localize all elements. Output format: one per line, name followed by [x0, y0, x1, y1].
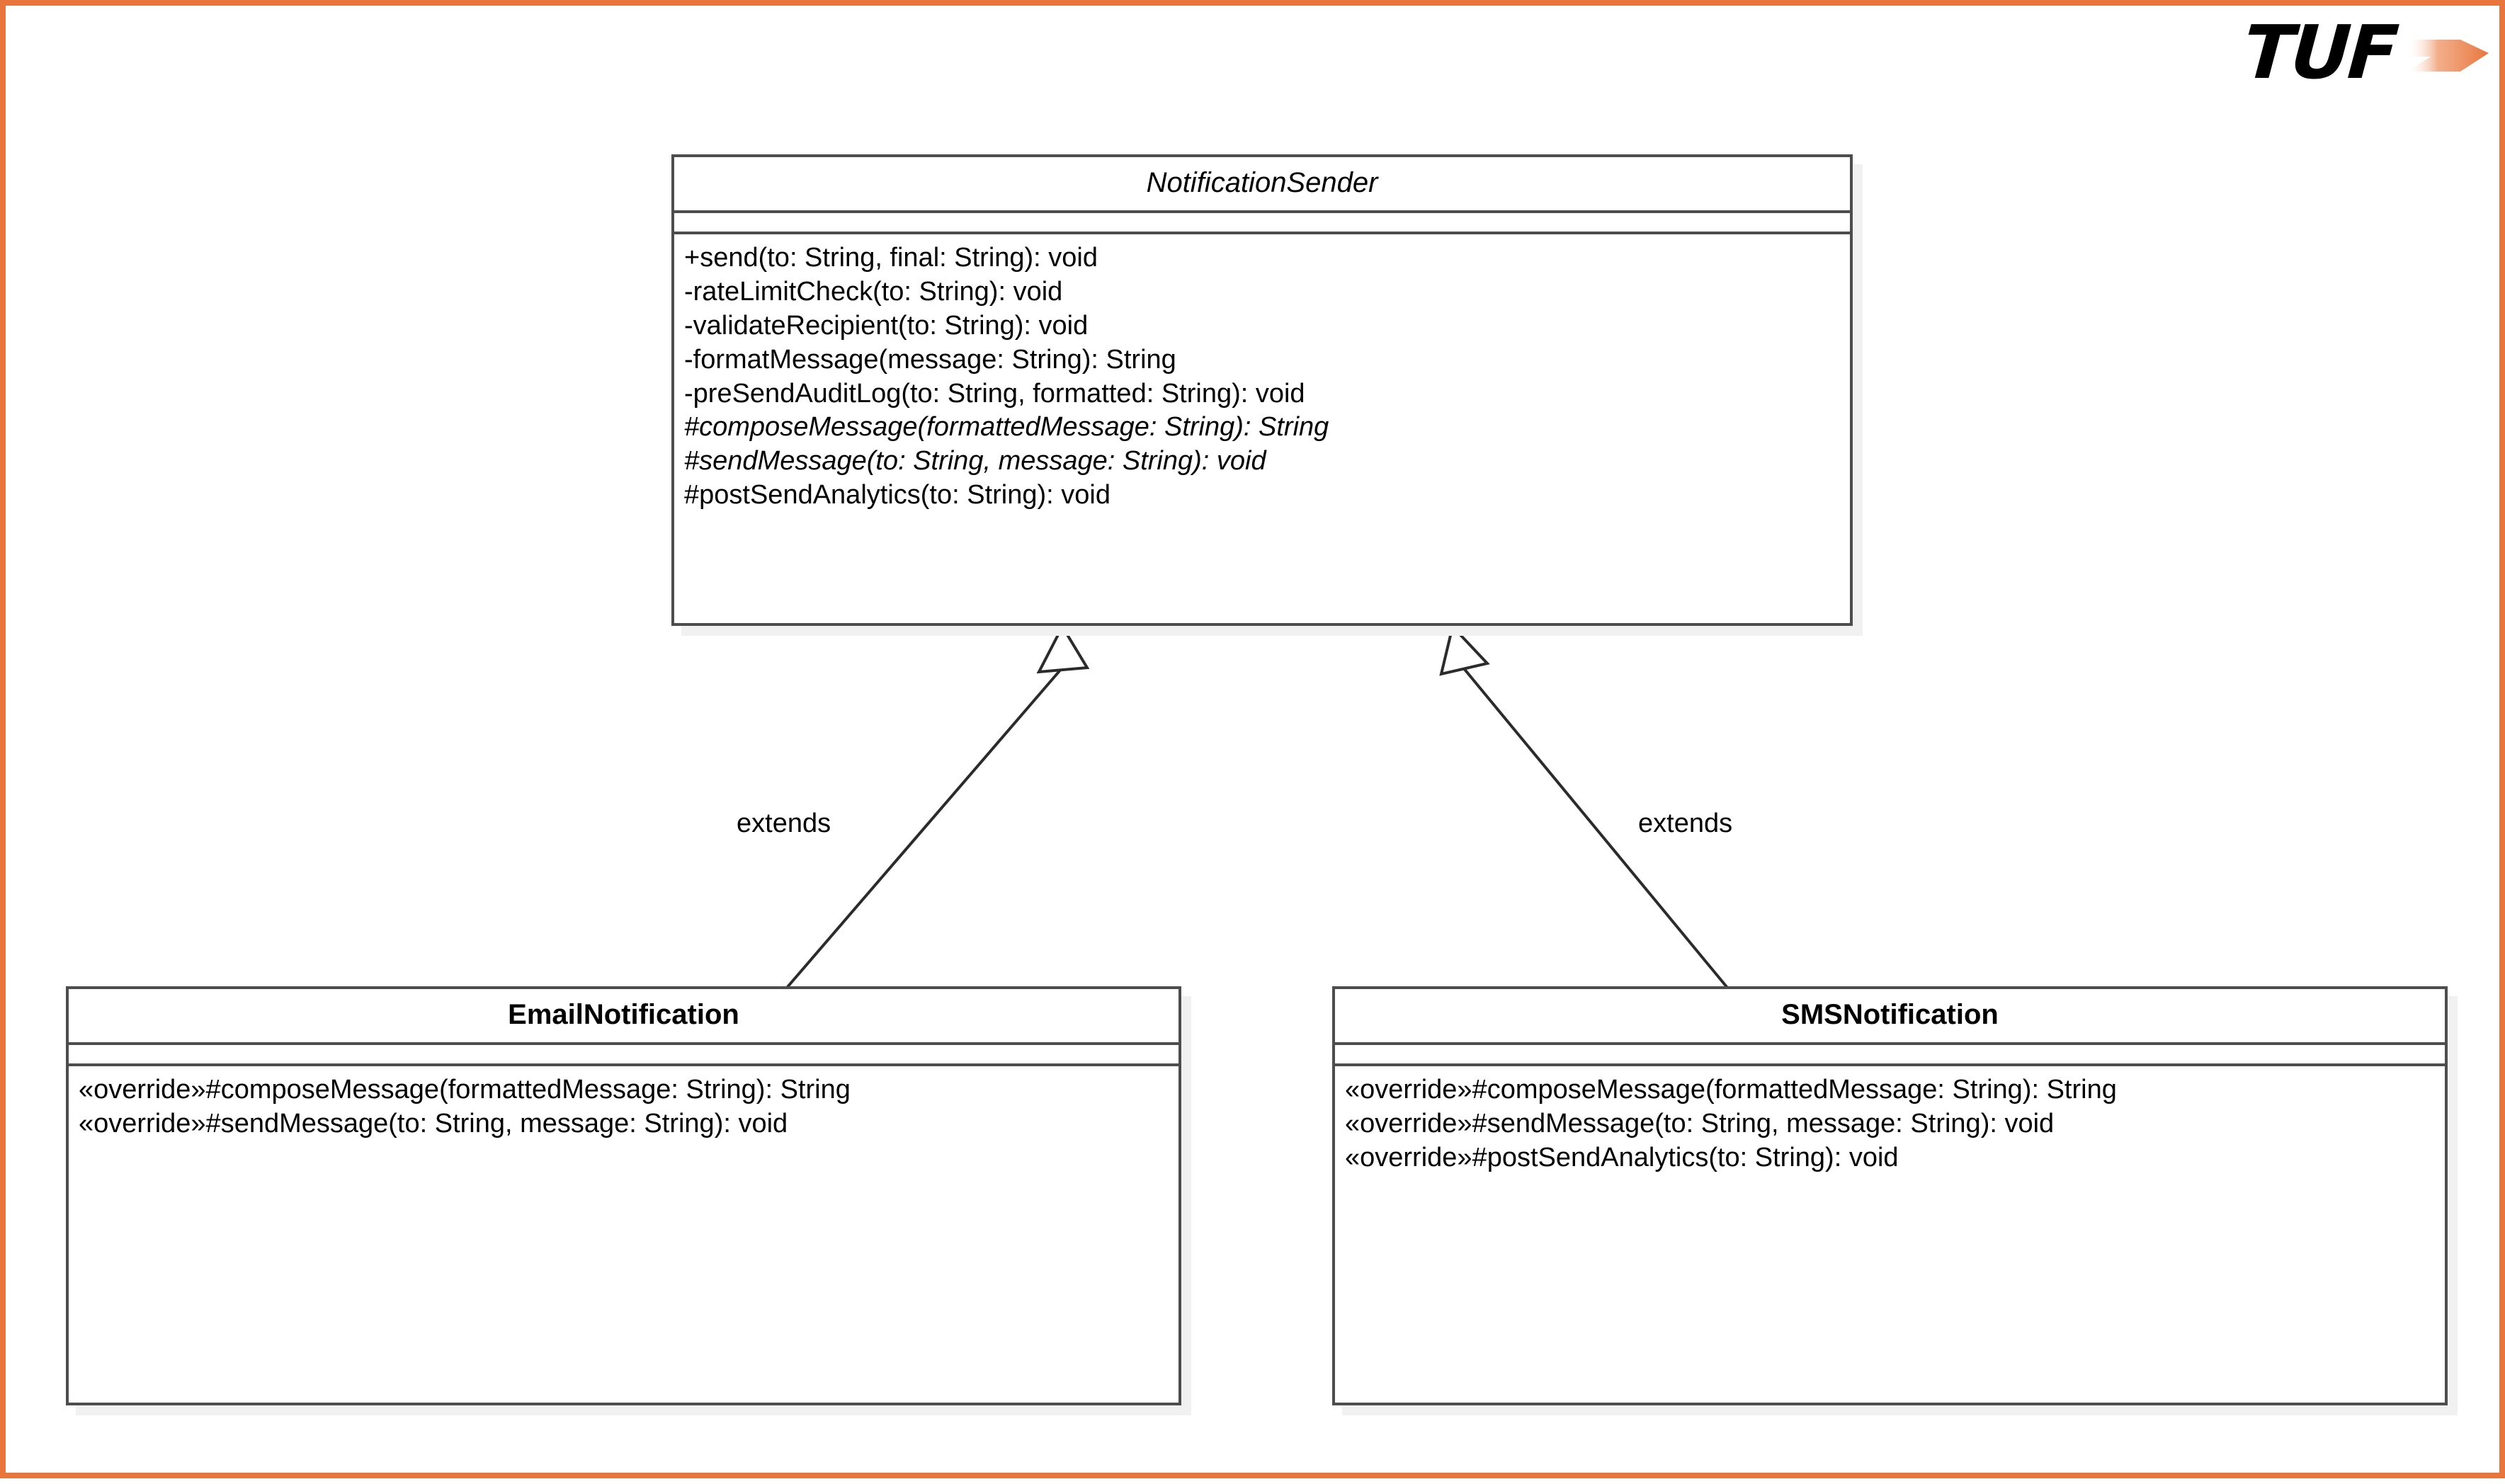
generalization-sms — [1439, 623, 1729, 989]
class-attributes-smsnotification — [1335, 1045, 2445, 1066]
method-line: -formatMessage(message: String): String — [684, 344, 1176, 375]
method-line: «override»#composeMessage(formattedMessa… — [79, 1075, 851, 1105]
method-line: #postSendAnalytics(to: String): void — [684, 480, 1111, 510]
edge-label-extends-sms: extends — [1638, 809, 1733, 838]
class-box-notificationsender[interactable]: NotificationSender +send(to: String, fin… — [671, 154, 1853, 626]
class-title-emailnotification: EmailNotification — [69, 989, 1178, 1045]
edge-label-extends-email: extends — [737, 809, 831, 838]
tuf-logo-text: TUF — [2240, 9, 2399, 96]
class-attributes-emailnotification — [69, 1045, 1178, 1066]
class-attributes-notificationsender — [674, 213, 1850, 234]
method-line: «override»#composeMessage(formattedMessa… — [1345, 1075, 2117, 1105]
tuf-logo-arrow-icon — [2407, 40, 2489, 72]
class-methods-notificationsender: +send(to: String, final: String): void-r… — [674, 234, 1850, 521]
method-line: -preSendAuditLog(to: String, formatted: … — [684, 378, 1305, 409]
method-line: «override»#sendMessage(to: String, messa… — [79, 1108, 788, 1138]
method-line: #composeMessage(formattedMessage: String… — [684, 412, 1329, 443]
method-line: -validateRecipient(to: String): void — [684, 310, 1089, 341]
method-line: «override»#postSendAnalytics(to: String)… — [1345, 1142, 1899, 1172]
tuf-logo: TUF — [2240, 9, 2492, 96]
class-methods-emailnotification: «override»#composeMessage(formattedMessa… — [69, 1066, 1178, 1150]
method-line: #sendMessage(to: String, message: String… — [684, 446, 1266, 476]
generalization-email — [785, 623, 1090, 989]
method-line: «override»#sendMessage(to: String, messa… — [1345, 1108, 2055, 1138]
method-line: -rateLimitCheck(to: String): void — [684, 276, 1063, 307]
class-title-notificationsender: NotificationSender — [674, 157, 1850, 213]
class-title-smsnotification: SMSNotification — [1335, 989, 2445, 1045]
method-line: +send(to: String, final: String): void — [684, 243, 1098, 273]
class-box-smsnotification[interactable]: SMSNotification «override»#composeMessag… — [1332, 986, 2448, 1405]
class-methods-smsnotification: «override»#composeMessage(formattedMessa… — [1335, 1066, 2445, 1184]
class-box-emailnotification[interactable]: EmailNotification «override»#composeMess… — [66, 986, 1181, 1405]
